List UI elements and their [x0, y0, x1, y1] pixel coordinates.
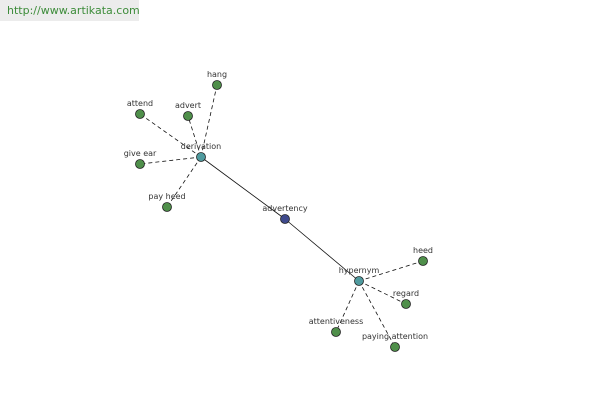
center-node-label: advertency	[262, 204, 307, 213]
word-node-attentiveness[interactable]	[331, 327, 341, 337]
edge-derivation-hang	[200, 84, 218, 158]
edge-hypernym-paying-attention	[358, 280, 396, 348]
word-node-advert[interactable]	[183, 111, 193, 121]
word-label-hang: hang	[207, 70, 227, 79]
word-label-give-ear: give ear	[124, 149, 157, 158]
relation-node-derivation[interactable]	[196, 152, 206, 162]
word-label-regard: regard	[393, 289, 419, 298]
word-node-pay-heed[interactable]	[162, 202, 172, 212]
edge-hypernym-regard	[358, 280, 407, 305]
relation-node-hypernym[interactable]	[354, 276, 364, 286]
word-label-heed: heed	[413, 246, 433, 255]
edge-hypernym-attentiveness	[335, 280, 360, 333]
word-label-pay-heed: pay heed	[148, 192, 185, 201]
word-node-heed[interactable]	[418, 256, 428, 266]
word-node-give-ear[interactable]	[135, 159, 145, 169]
relation-label-derivation: derivation	[181, 142, 221, 151]
watermark-bar: http://www.artikata.com	[0, 0, 140, 21]
edge-derivation-give-ear	[139, 156, 202, 165]
word-node-hang[interactable]	[212, 80, 222, 90]
edge-derivation-advertency	[200, 156, 286, 220]
site-link[interactable]: http://www.artikata.com	[7, 4, 140, 17]
word-node-paying-attention[interactable]	[390, 342, 400, 352]
word-label-attentiveness: attentiveness	[309, 317, 364, 326]
word-label-attend: attend	[127, 99, 153, 108]
center-node[interactable]	[280, 214, 290, 224]
edge-derivation-advert	[187, 115, 202, 158]
word-node-regard[interactable]	[401, 299, 411, 309]
word-node-attend[interactable]	[135, 109, 145, 119]
word-label-paying-attention: paying attention	[362, 332, 428, 341]
edge-derivation-pay-heed	[166, 156, 202, 208]
edge-hypernym-advertency	[284, 218, 360, 282]
word-label-advert: advert	[175, 101, 201, 110]
edge-derivation-attend	[139, 113, 202, 158]
relation-label-hypernym: hypernym	[339, 266, 380, 275]
